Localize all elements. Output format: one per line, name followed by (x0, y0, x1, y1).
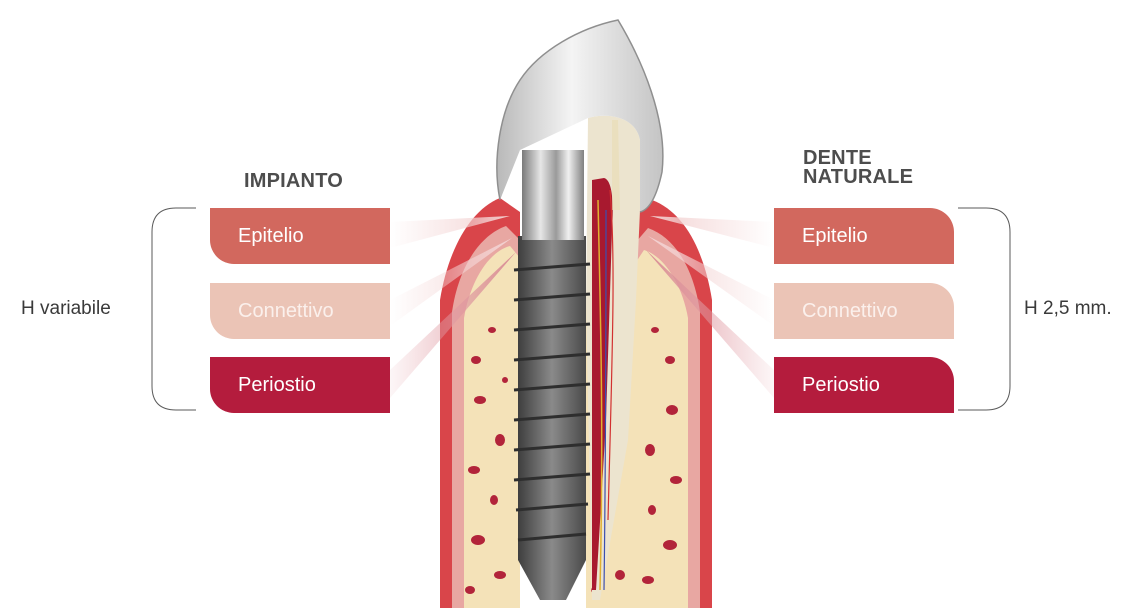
layer-label: Periostio (238, 374, 316, 397)
natural-layer-connettivo: Connettivo (774, 283, 954, 339)
layer-label: Connettivo (802, 300, 898, 323)
natural-layer-periostio: Periostio (774, 357, 954, 413)
layer-label: Periostio (802, 374, 880, 397)
implant-title: IMPIANTO (244, 172, 343, 191)
implant-heading: IMPIANTO (244, 172, 343, 191)
natural-layer-epitelio: Epitelio (774, 208, 954, 264)
layer-label: Epitelio (802, 225, 868, 248)
bracket-left (152, 208, 196, 410)
implant-layer-epitelio: Epitelio (210, 208, 390, 264)
implant-screw (514, 150, 590, 600)
layer-label: Epitelio (238, 225, 304, 248)
implant-layer-connettivo: Connettivo (210, 283, 390, 339)
implant-height-label: H variabile (21, 298, 111, 320)
natural-tooth-title-line-2: NATURALE (803, 168, 913, 187)
natural-tooth-height-label: H 2,5 mm. (1024, 298, 1112, 320)
layer-label: Connettivo (238, 300, 334, 323)
natural-tooth-heading: DENTE NATURALE (803, 149, 913, 187)
implant-layer-periostio: Periostio (210, 357, 390, 413)
bracket-right (958, 208, 1010, 410)
